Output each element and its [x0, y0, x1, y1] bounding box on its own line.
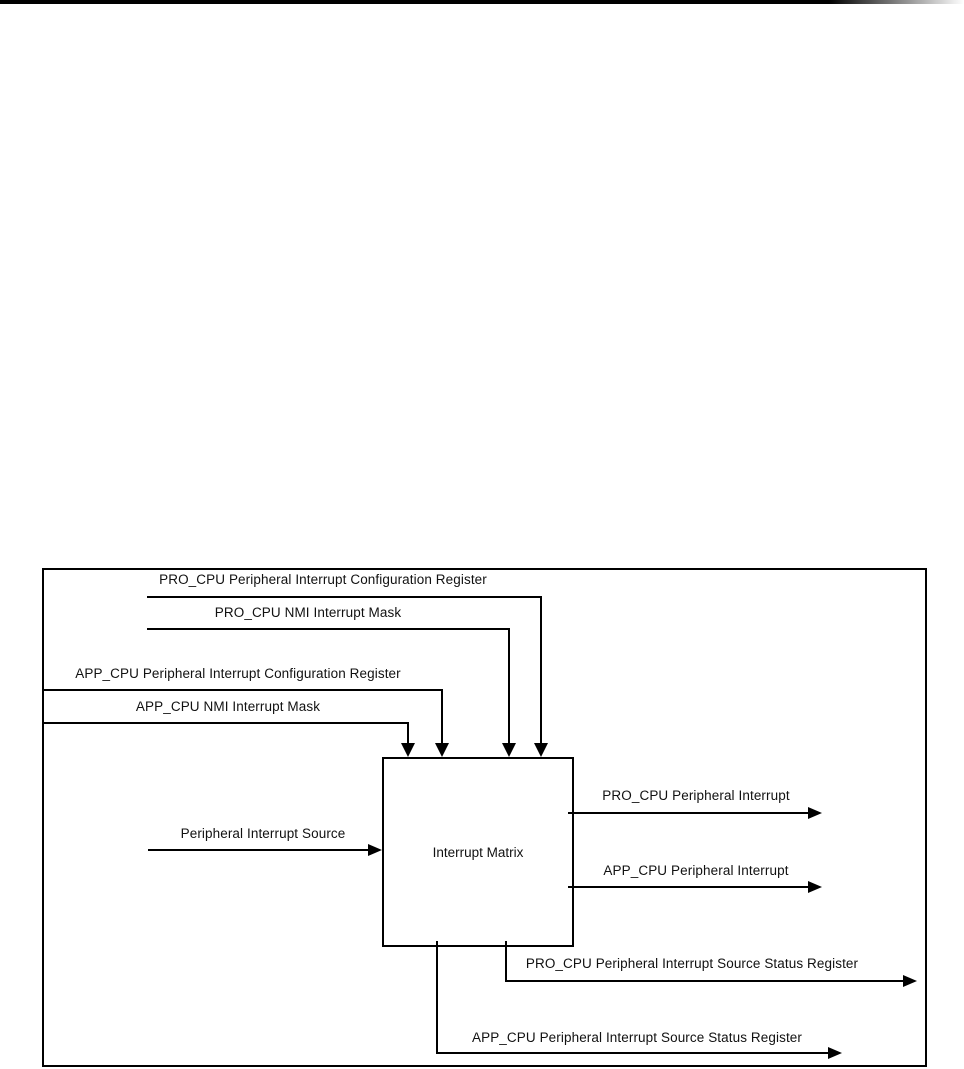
line-pro-nmi-horizontal: [147, 628, 510, 630]
arrowhead-down-app-nmi: [401, 743, 415, 757]
line-peripheral-source: [148, 849, 370, 851]
interrupt-matrix-box: Interrupt Matrix: [382, 757, 574, 947]
arrowhead-down-pro-nmi: [502, 743, 516, 757]
line-pro-config-vertical: [540, 596, 542, 745]
label-pro-cpu-nmi-interrupt-mask: PRO_CPU NMI Interrupt Mask: [214, 605, 402, 620]
arrowhead-right-pro-interrupt: [808, 807, 822, 819]
label-pro-cpu-peripheral-interrupt-source-status-register: PRO_CPU Peripheral Interrupt Source Stat…: [525, 956, 859, 971]
line-app-interrupt-out: [568, 886, 808, 888]
line-pro-status-vertical: [505, 941, 507, 982]
line-app-status-horizontal: [436, 1052, 830, 1054]
label-app-cpu-peripheral-interrupt-source-status-register: APP_CPU Peripheral Interrupt Source Stat…: [471, 1030, 803, 1045]
label-pro-cpu-peripheral-interrupt-configuration-register: PRO_CPU Peripheral Interrupt Configurati…: [159, 572, 487, 587]
arrowhead-down-pro-config: [534, 743, 548, 757]
line-pro-interrupt-out: [568, 812, 808, 814]
label-app-cpu-peripheral-interrupt-configuration-register: APP_CPU Peripheral Interrupt Configurati…: [75, 666, 401, 681]
line-app-nmi-horizontal: [44, 722, 409, 724]
arrowhead-down-app-config: [435, 743, 449, 757]
line-app-config-vertical: [441, 689, 443, 745]
interrupt-matrix-label: Interrupt Matrix: [432, 844, 524, 860]
line-app-config-horizontal: [44, 689, 443, 691]
arrowhead-right-peripheral-source: [368, 844, 382, 856]
line-pro-config-horizontal: [147, 596, 542, 598]
line-pro-nmi-vertical: [508, 628, 510, 745]
page-header-rule: [0, 0, 964, 4]
arrowhead-right-pro-status: [903, 975, 917, 987]
line-app-status-vertical: [436, 941, 438, 1054]
arrowhead-right-app-status: [828, 1047, 842, 1059]
diagram-frame: [42, 568, 927, 1067]
line-pro-status-horizontal: [505, 980, 905, 982]
label-app-cpu-peripheral-interrupt: APP_CPU Peripheral Interrupt: [603, 863, 789, 878]
line-app-nmi-vertical: [407, 722, 409, 745]
arrowhead-right-app-interrupt: [808, 881, 822, 893]
label-app-cpu-nmi-interrupt-mask: APP_CPU NMI Interrupt Mask: [135, 699, 321, 714]
label-pro-cpu-peripheral-interrupt: PRO_CPU Peripheral Interrupt: [602, 788, 790, 803]
label-peripheral-interrupt-source: Peripheral Interrupt Source: [180, 826, 346, 841]
